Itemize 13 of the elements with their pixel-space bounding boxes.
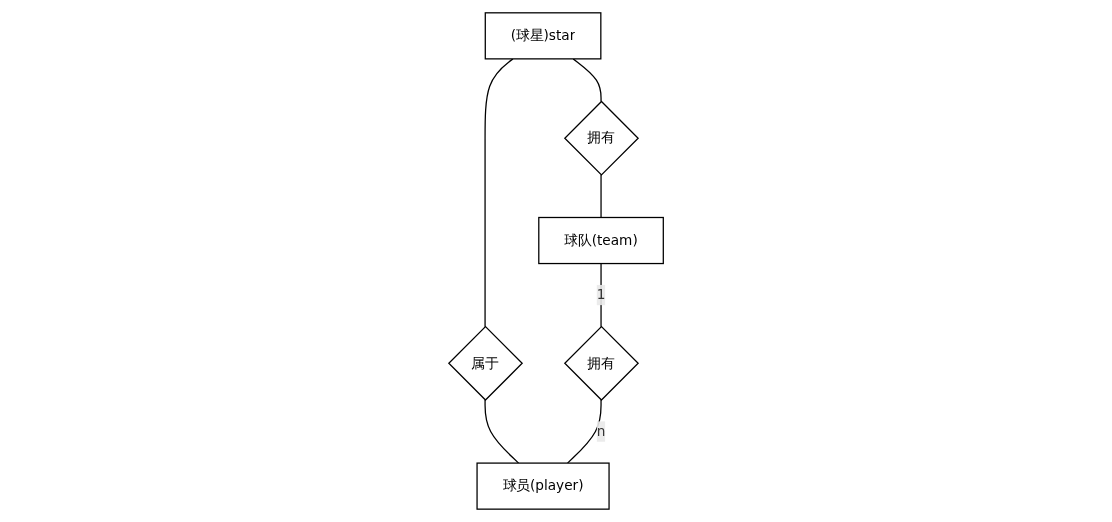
node-diamond: 拥有 (563, 325, 639, 401)
connector (484, 58, 514, 328)
node-box: 球队(team) (538, 216, 664, 265)
node-box: 球员(player) (476, 462, 610, 510)
connector (572, 58, 602, 103)
connector (484, 399, 520, 464)
connector (566, 399, 602, 464)
node-diamond: 拥有 (563, 100, 639, 176)
edge-label: n (596, 423, 606, 440)
connector (600, 174, 602, 219)
node-diamond: 属于 (447, 325, 523, 401)
node-box: (球星)star (484, 12, 602, 60)
edge-label: 1 (596, 286, 606, 303)
